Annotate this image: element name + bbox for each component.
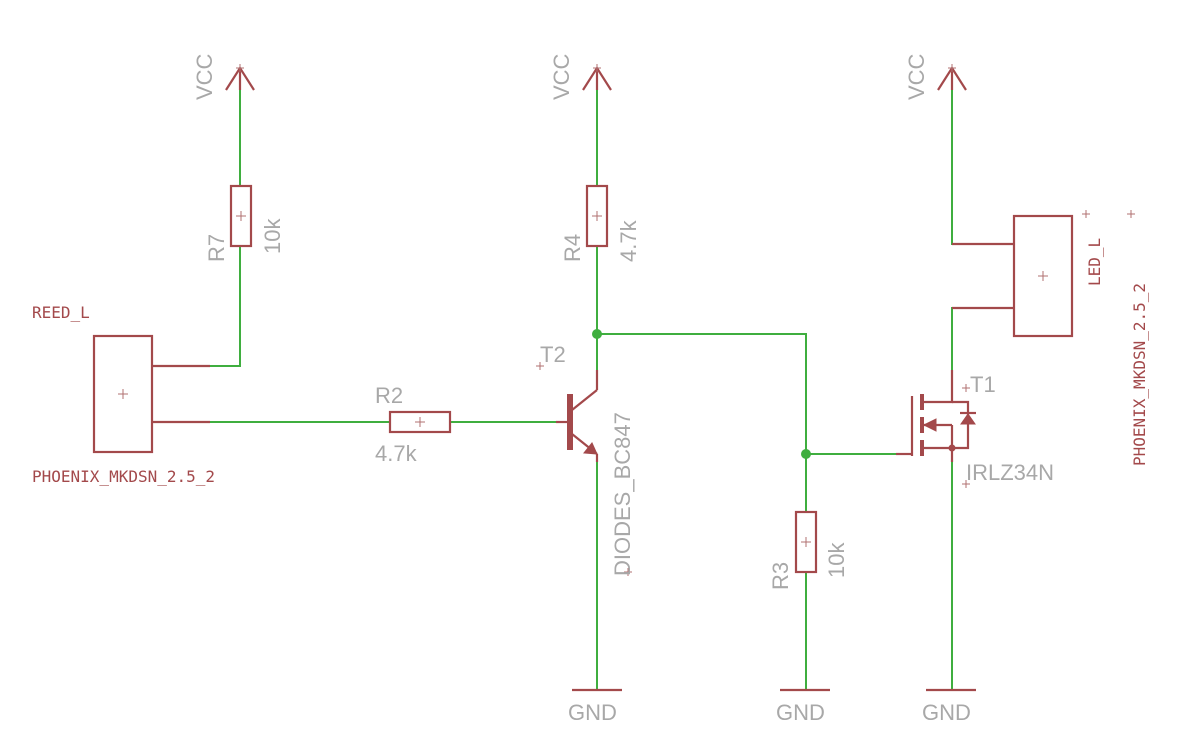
vcc-symbol-2: VCC — [549, 53, 612, 100]
junction-t2-collector — [592, 329, 602, 339]
wires — [152, 88, 1014, 690]
gnd-label-2: GND — [776, 700, 825, 725]
transistor-t1: T1 IRLZ34N — [896, 370, 1054, 488]
t2-value: DIODES_BC847 — [610, 412, 635, 576]
t1-name: T1 — [970, 372, 996, 397]
gnd-label-1: GND — [568, 700, 617, 725]
t1-value: IRLZ34N — [966, 460, 1054, 485]
vcc-label-2: VCC — [549, 53, 574, 100]
led-name: LED_L — [1085, 238, 1104, 286]
r7-value: 10k — [260, 218, 285, 254]
resistor-r2: R2 4.7k — [375, 383, 452, 466]
resistor-r3: R3 10k — [768, 510, 849, 590]
connector-reed: REED_L PHOENIX_MKDSN_2.5_2 — [32, 303, 215, 486]
vcc-label-1: VCC — [192, 53, 217, 100]
r2-name: R2 — [375, 383, 403, 408]
wire-vcc3-led — [951, 88, 1014, 245]
wire-node-gate-net — [597, 333, 807, 454]
gnd-symbol-1: GND — [568, 688, 622, 725]
gnd-label-3: GND — [922, 700, 971, 725]
r7-name: R7 — [204, 234, 229, 262]
r2-value: 4.7k — [375, 441, 418, 466]
gnd-symbol-3: GND — [922, 688, 976, 725]
resistor-r7: R7 10k — [204, 184, 285, 262]
r3-name: R3 — [768, 562, 793, 590]
r4-value: 4.7k — [616, 219, 641, 262]
vcc-symbol-1: VCC — [192, 53, 255, 100]
transistor-t2: T2 DIODES_BC847 — [536, 342, 635, 576]
r3-value: 10k — [824, 542, 849, 578]
vcc-label-3: VCC — [904, 53, 929, 100]
t2-name: T2 — [540, 342, 566, 367]
connector-led: LED_L PHOENIX_MKDSN_2.5_2 — [952, 210, 1149, 466]
gnd-symbol-2: GND — [776, 688, 830, 725]
reed-value: PHOENIX_MKDSN_2.5_2 — [32, 467, 215, 486]
wire-r7-reed — [152, 246, 241, 367]
vcc-symbol-3: VCC — [904, 53, 967, 100]
resistor-r4: R4 4.7k — [560, 184, 641, 262]
reed-name: REED_L — [32, 303, 90, 322]
r4-name: R4 — [560, 234, 585, 262]
junction-t1-gate — [801, 449, 811, 459]
led-value: PHOENIX_MKDSN_2.5_2 — [1130, 283, 1149, 466]
wire-led-t1drain — [951, 307, 1014, 370]
